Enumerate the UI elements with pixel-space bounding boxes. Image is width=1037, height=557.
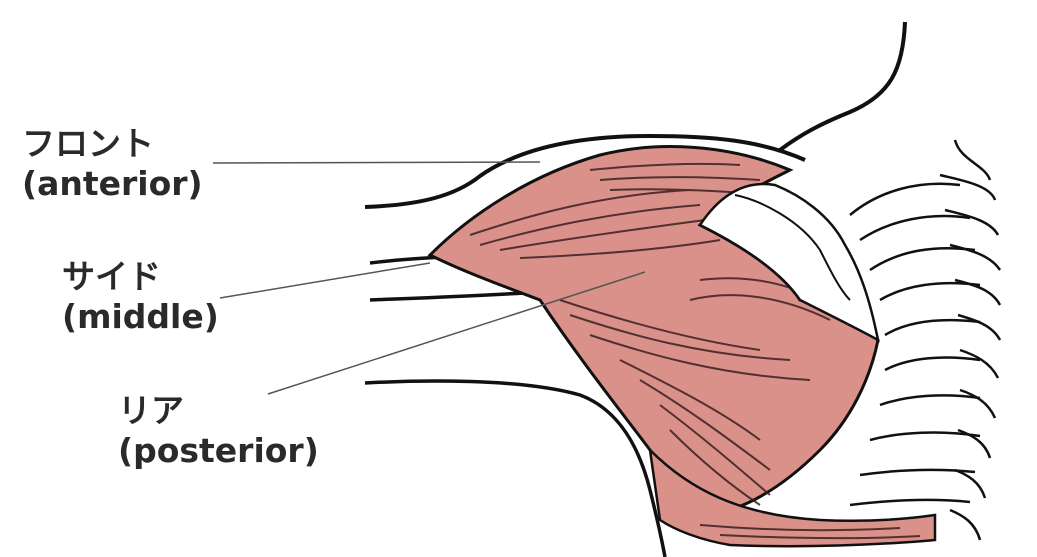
label-side-en: (middle) [62,297,219,337]
upper-shoulder-outline [364,133,806,209]
leader-line-front [212,161,541,164]
acromion-bone [734,194,851,301]
label-rear-en: (posterior) [118,431,319,471]
label-front: フロント (anterior) [22,124,203,205]
label-side: サイド (middle) [62,257,219,338]
label-side-jp: サイド [62,257,161,296]
upper-arm-bottom-outline [369,290,541,302]
leader-line-rear [267,271,646,395]
lower-back-muscle [648,446,937,548]
leader-line-side [219,262,431,299]
label-rear: リア (posterior) [118,391,319,472]
armpit-outline [364,379,667,557]
muscle-fibers [469,162,921,540]
neck-outline [778,21,907,152]
label-front-jp: フロント [22,124,154,163]
label-rear-jp: リア [118,391,184,430]
spine [939,139,1002,541]
label-front-en: (anterior) [22,164,203,204]
scapula-bone [698,182,880,343]
